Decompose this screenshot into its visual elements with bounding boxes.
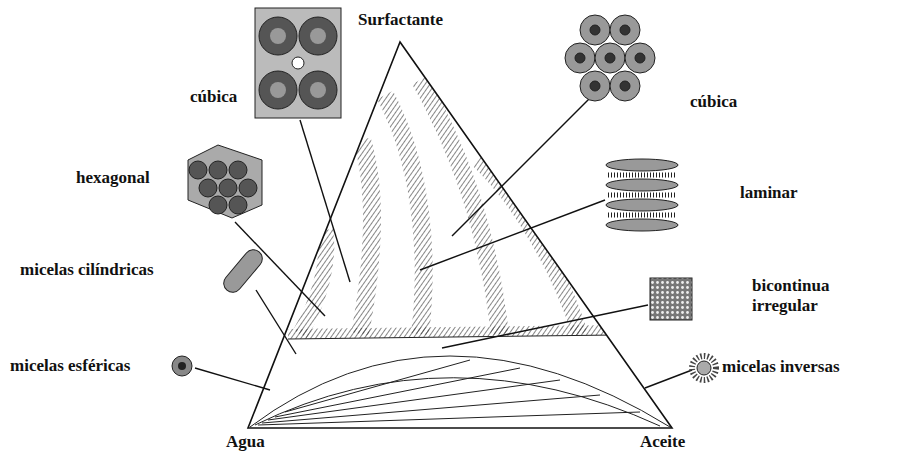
phase-label: hexagonal — [76, 168, 150, 188]
inverse-micelle-icon — [692, 356, 716, 380]
phase-label: bicontinua irregular — [752, 276, 857, 315]
phase-label: micelas inversas — [722, 357, 840, 377]
phase-label: cúbica — [190, 87, 237, 107]
two-phase-region — [250, 356, 670, 427]
axis-vertex-label: Agua — [226, 432, 265, 452]
ternary-triangle — [248, 42, 672, 428]
phase-label: cúbica — [690, 92, 737, 112]
phase-label: micelas esféricas — [10, 356, 130, 376]
phase-label: micelas cilíndricas — [20, 260, 154, 280]
cubic-phase-icon — [255, 8, 341, 118]
phase-bands — [288, 80, 640, 339]
bicontinuous-phase-icon — [650, 278, 692, 320]
leader-lines — [195, 88, 692, 390]
hexagonal-phase-icon — [188, 145, 262, 218]
spherical-micelle-icon — [172, 356, 192, 376]
cubic-micellar-icon — [565, 15, 655, 101]
laminar-phase-icon — [606, 159, 678, 231]
axis-vertex-label: Aceite — [640, 432, 685, 452]
phase-label: laminar — [740, 183, 798, 203]
axis-vertex-label: Surfactante — [358, 10, 443, 30]
cylindrical-micelle-icon — [220, 246, 266, 296]
